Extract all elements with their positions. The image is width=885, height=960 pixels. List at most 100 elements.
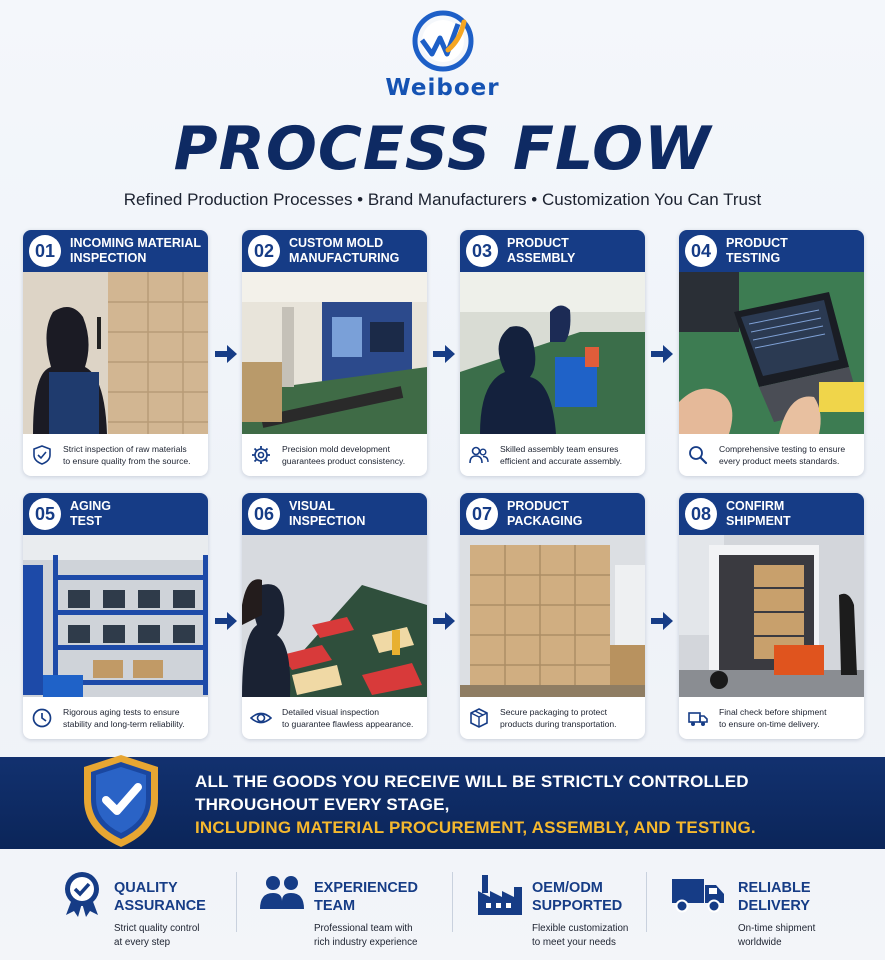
step-description: Skilled assembly team ensures efficient … [500,444,622,466]
step-description: Secure packaging to protect products dur… [500,707,617,729]
eye-icon [250,712,272,724]
step-header: 08 CONFIRM SHIPMENT [679,493,864,535]
arrow-right-icon [651,345,673,363]
shield-check-icon [84,755,158,847]
step-title: CONFIRM SHIPMENT [726,499,791,528]
step-card-03: 03 PRODUCT ASSEMBLY Skilled assembly tea… [460,230,645,476]
step-description: Final check before shipment to ensure on… [719,707,827,729]
step-photo [679,535,864,697]
step-header: 04 PRODUCT TESTING [679,230,864,272]
step-photo [242,535,427,697]
step-card-01: 01 INCOMING MATERIAL INSPECTION Strict i… [23,230,208,476]
truck-icon [672,879,724,913]
step-number: 05 [29,498,61,530]
feature-title: QUALITY ASSURANCE [114,880,206,914]
step-photo [460,272,645,434]
step-photo [242,272,427,434]
arrow-right-icon [215,345,237,363]
divider [452,872,453,932]
step-header: 03 PRODUCT ASSEMBLY [460,230,645,272]
box-icon [470,708,488,728]
step-card-02: 02 CUSTOM MOLD MANUFACTURING Precision m… [242,230,427,476]
clock-icon [32,708,52,728]
step-photo [23,535,208,697]
page-title: PROCESS FLOW [173,114,712,184]
step-title: PRODUCT TESTING [726,236,788,265]
arrow-right-icon [433,345,455,363]
step-header: 02 CUSTOM MOLD MANUFACTURING [242,230,427,272]
step-title: CUSTOM MOLD MANUFACTURING [289,236,400,265]
banner-line-1: ALL THE GOODS YOU RECEIVE WILL BE STRICT… [195,772,749,791]
feature-description: Flexible customization to meet your need… [532,923,629,948]
truck-icon [688,712,708,726]
step-description: Precision mold development guarantees pr… [282,444,406,466]
step-header: 07 PRODUCT PACKAGING [460,493,645,535]
gear-icon [252,446,270,464]
step-footer: Comprehensive testing to ensure every pr… [679,434,864,476]
people-icon [260,876,304,909]
step-footer: Strict inspection of raw materials to en… [23,434,208,476]
banner-line-2: THROUGHOUT EVERY STAGE, [195,795,450,814]
step-title: VISUAL INSPECTION [289,499,366,528]
shield-check-icon [33,445,51,465]
arrow-right-icon [651,612,673,630]
step-number: 03 [466,235,498,267]
brand-logo-icon [412,10,473,72]
feature-description: On-time shipment worldwide [738,923,816,948]
magnifier-icon [689,446,708,465]
step-description: Rigorous aging tests to ensure stability… [63,707,185,729]
factory-icon [478,875,522,915]
step-card-06: 06 VISUAL INSPECTION Detailed visual ins… [242,493,427,739]
step-header: 01 INCOMING MATERIAL INSPECTION [23,230,208,272]
feature-title: RELIABLE DELIVERY [738,880,811,914]
brand-name: Weiboer [385,75,500,101]
step-photo [23,272,208,434]
step-photo [460,535,645,697]
step-title: INCOMING MATERIAL INSPECTION [70,236,202,265]
step-footer: Secure packaging to protect products dur… [460,697,645,739]
step-header: 06 VISUAL INSPECTION [242,493,427,535]
divider [236,872,237,932]
arrow-right-icon [215,612,237,630]
step-number: 06 [248,498,280,530]
team-icon [469,446,489,464]
feature-reliable-delivery: RELIABLE DELIVERY On-time shipment world… [672,867,862,948]
logo: Weiboer [0,10,885,102]
feature-title: OEM/ODM SUPPORTED [532,880,623,914]
divider [646,872,647,932]
step-card-07: 07 PRODUCT PACKAGING Secure packaging to… [460,493,645,739]
step-header: 05 AGING TEST [23,493,208,535]
feature-title: EXPERIENCED TEAM [314,880,418,914]
quality-banner: ALL THE GOODS YOU RECEIVE WILL BE STRICT… [0,755,885,849]
step-footer: Detailed visual inspection to guarantee … [242,697,427,739]
page-subtitle: Refined Production Processes • Brand Man… [123,190,762,209]
feature-description: Professional team with rich industry exp… [314,923,418,948]
step-description: Comprehensive testing to ensure every pr… [719,444,846,466]
step-card-04: 04 PRODUCT TESTING Comprehensive testing… [679,230,864,476]
step-footer: Rigorous aging tests to ensure stability… [23,697,208,739]
step-number: 02 [248,235,280,267]
features-bar: QUALITY ASSURANCE Strict quality control… [0,855,885,960]
step-number: 08 [685,498,717,530]
step-number: 04 [685,235,717,267]
step-number: 07 [466,498,498,530]
feature-quality-assurance: QUALITY ASSURANCE Strict quality control… [58,867,228,948]
banner-line-3: INCLUDING MATERIAL PROCUREMENT, ASSEMBLY… [195,818,756,837]
quality-badge-icon [65,872,99,917]
step-card-08: 08 CONFIRM SHIPMENT Final check before s… [679,493,864,739]
step-footer: Skilled assembly team ensures efficient … [460,434,645,476]
step-description: Detailed visual inspection to guarantee … [282,707,414,729]
step-photo [679,272,864,434]
step-card-05: 05 AGING TEST Rigorous aging tests to [23,493,208,739]
feature-description: Strict quality control at every step [114,923,200,948]
step-footer: Precision mold development guarantees pr… [242,434,427,476]
step-description: Strict inspection of raw materials to en… [63,444,191,466]
banner-text: ALL THE GOODS YOU RECEIVE WILL BE STRICT… [195,770,756,839]
feature-oem-odm: OEM/ODM SUPPORTED Flexible customization… [476,867,646,948]
step-title: AGING TEST [70,499,111,528]
step-number: 01 [29,235,61,267]
feature-experienced-team: EXPERIENCED TEAM Professional team with … [258,867,438,948]
step-footer: Final check before shipment to ensure on… [679,697,864,739]
step-title: PRODUCT ASSEMBLY [507,236,576,265]
arrow-right-icon [433,612,455,630]
